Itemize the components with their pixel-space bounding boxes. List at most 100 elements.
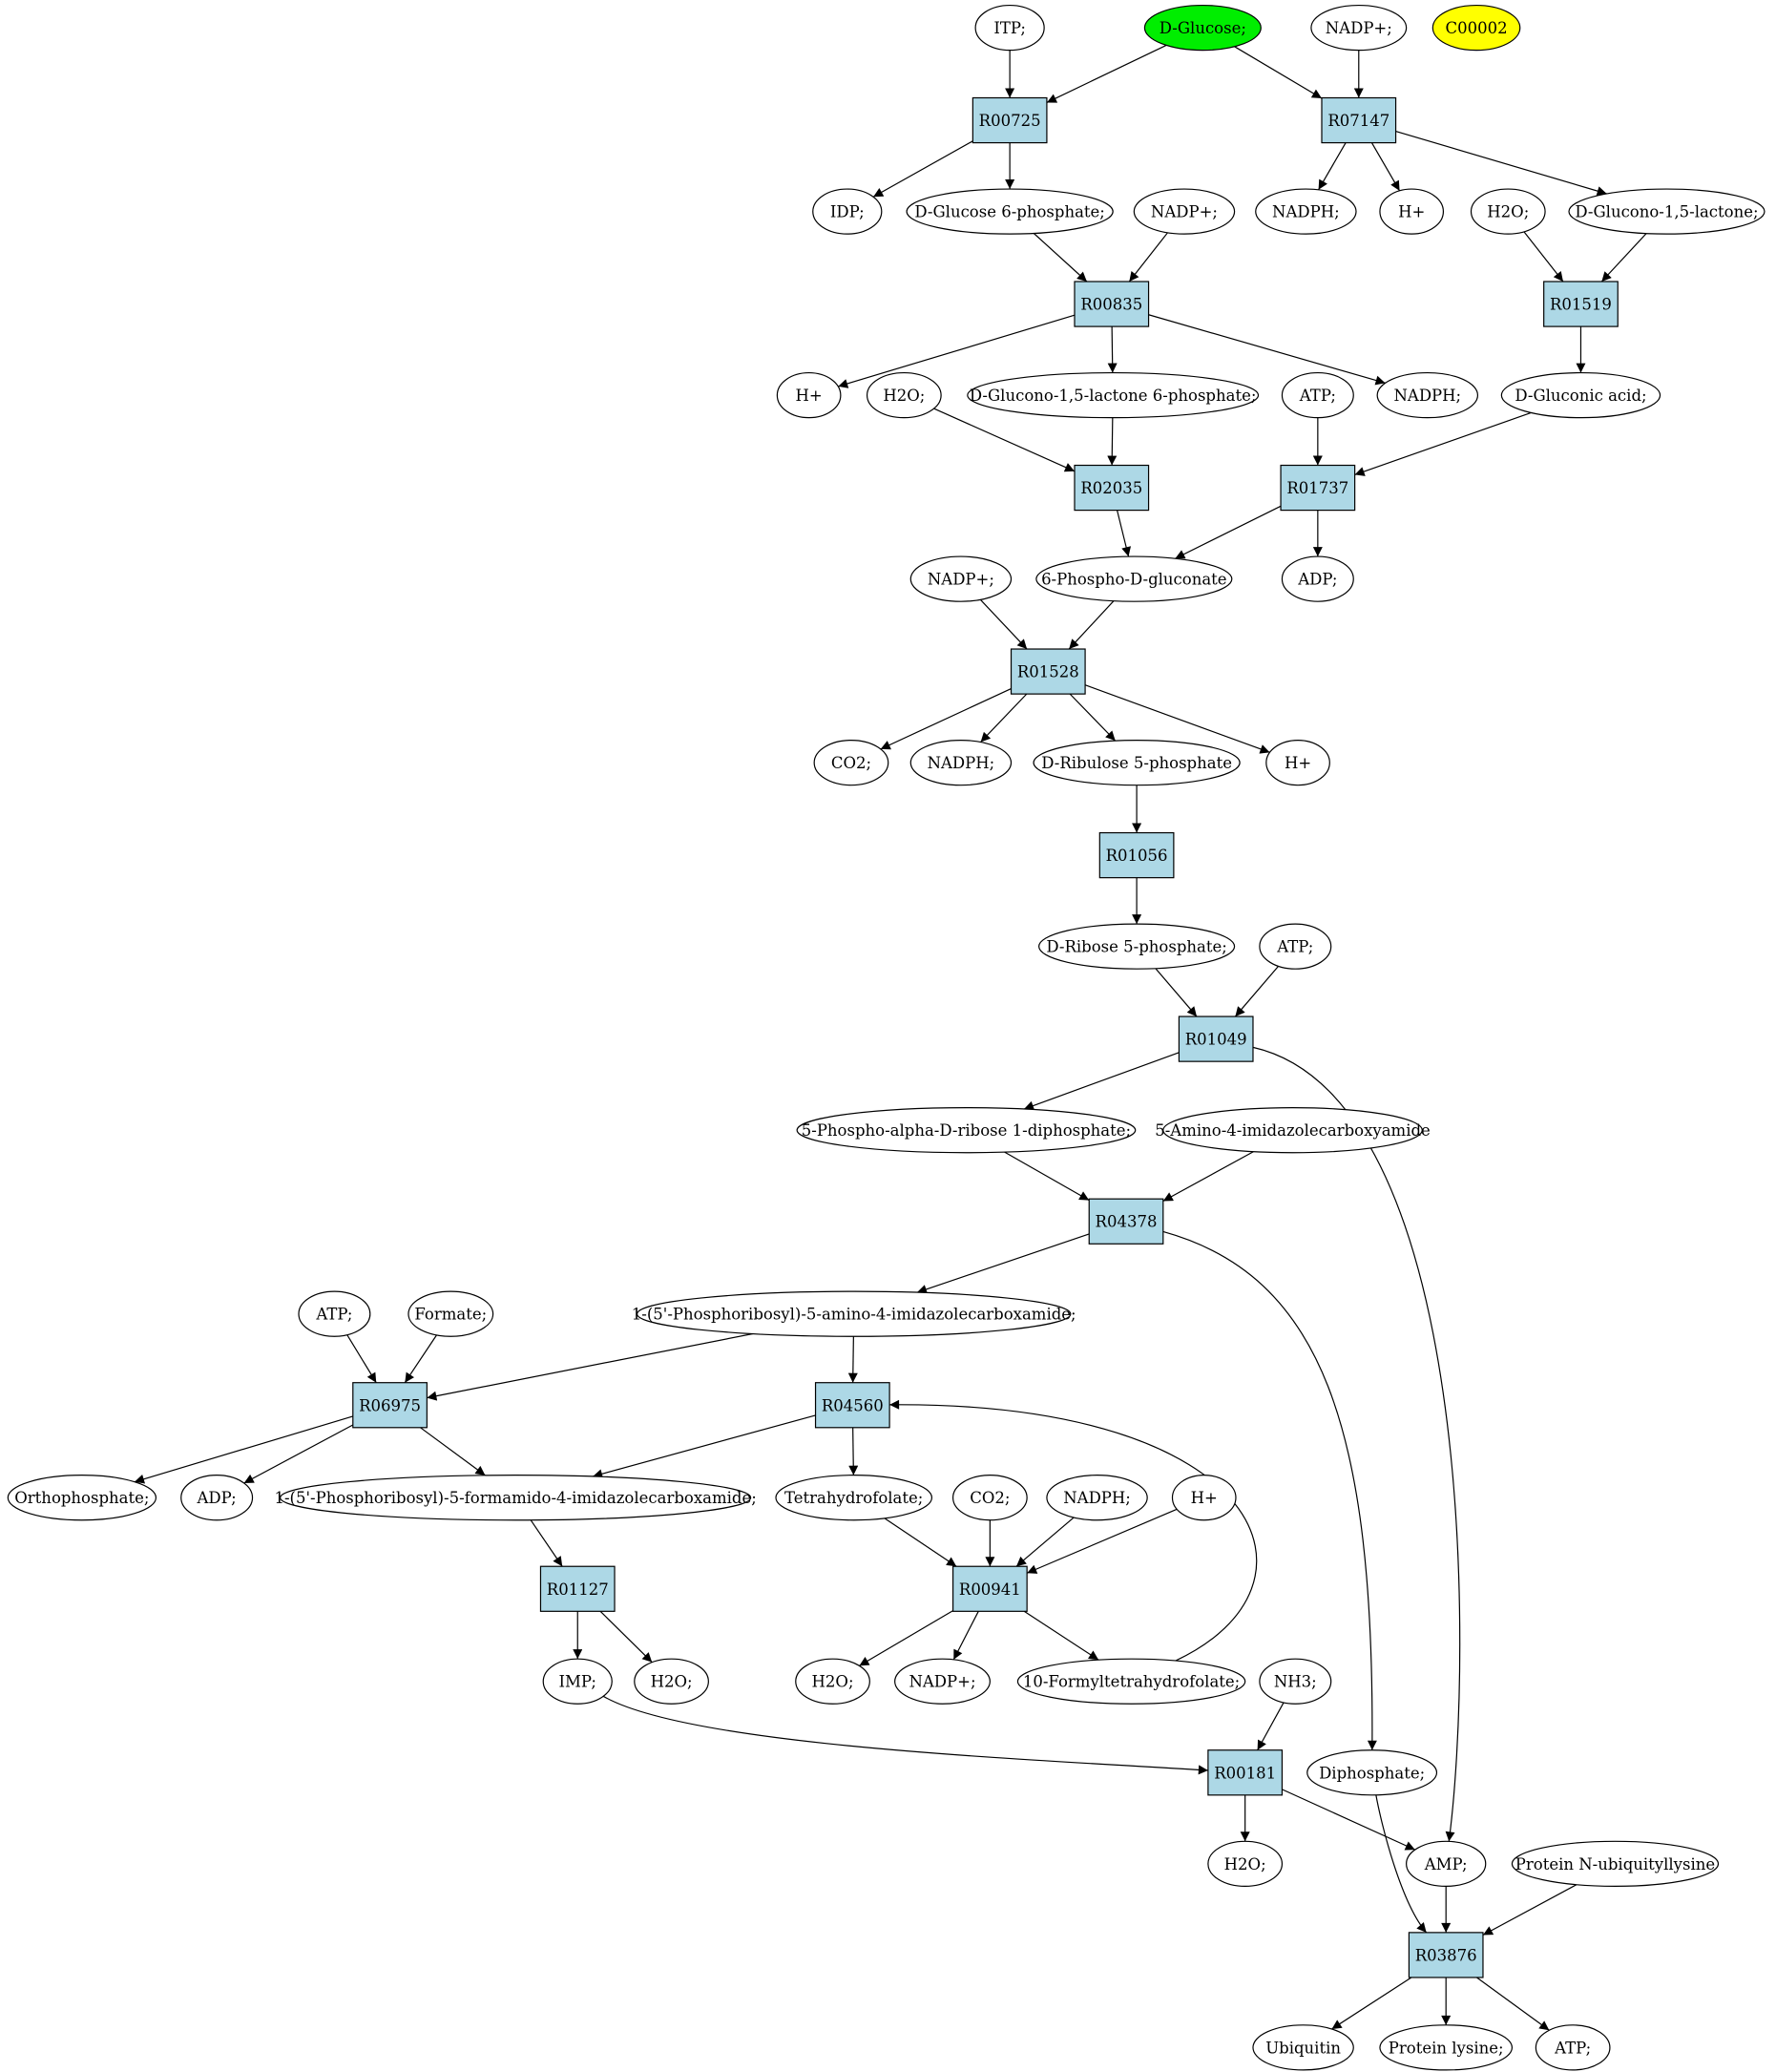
edge-R03876-to-atp_4 — [1476, 1977, 1550, 2031]
reaction-node-R00725[interactable]: R00725 — [972, 96, 1048, 144]
compound-ellipse — [1568, 188, 1766, 235]
compound-node-aica[interactable]: 5-Amino-4-imidazolecarboxyamide — [1155, 1107, 1431, 1154]
compound-node-h2o_3[interactable]: H2O; — [634, 1658, 709, 1705]
reaction-box — [539, 1565, 616, 1612]
compound-label: IMP; — [558, 1673, 596, 1691]
compound-node-nadph_1[interactable]: NADPH; — [1255, 188, 1357, 235]
compound-node-prpp[interactable]: 5-Phospho-alpha-D-ribose 1-diphosphate; — [796, 1107, 1137, 1154]
compound-node-nh3[interactable]: NH3; — [1259, 1658, 1332, 1705]
edge-R04378-to-aicar — [916, 1233, 1090, 1294]
compound-ellipse — [1016, 1658, 1246, 1705]
compound-node-atp_4[interactable]: ATP; — [1535, 2024, 1611, 2071]
compound-node-atp_1[interactable]: ATP; — [1281, 371, 1354, 419]
reaction-node-R00941[interactable]: R00941 — [951, 1565, 1028, 1612]
compound-node-formyl_thf[interactable]: 10-Formyltetrahydrofolate; — [1016, 1658, 1246, 1705]
reaction-label: R02035 — [1080, 479, 1142, 497]
compound-ellipse — [1033, 740, 1241, 786]
compound-node-glucono_lactone_6p[interactable]: D-Glucono-1,5-lactone 6-phosphate; — [967, 371, 1260, 419]
reaction-node-R02035[interactable]: R02035 — [1074, 464, 1150, 512]
edge-d_glucose-to-R00725 — [1046, 44, 1167, 103]
compound-node-h_1[interactable]: H+ — [1379, 188, 1445, 235]
compound-node-nadp_3[interactable]: NADP+; — [909, 555, 1013, 602]
compound-node-faicar[interactable]: 1-(5'-Phosphoribosyl)-5-formamido-4-imid… — [274, 1475, 757, 1521]
compound-node-nadph_2[interactable]: NADPH; — [1376, 371, 1479, 419]
reaction-label: R04378 — [1096, 1213, 1158, 1231]
edge-R01737-to-phosphogluconate — [1175, 505, 1282, 559]
compound-node-h2o_4[interactable]: H2O; — [795, 1658, 870, 1705]
reaction-node-R01519[interactable]: R01519 — [1543, 281, 1619, 327]
compound-ellipse — [1281, 371, 1354, 419]
reaction-node-R01056[interactable]: R01056 — [1098, 831, 1175, 879]
compound-node-protein_lysine[interactable]: Protein lysine; — [1379, 2024, 1514, 2071]
compound-node-idp[interactable]: IDP; — [812, 188, 883, 235]
compound-node-aicar[interactable]: 1-(5'-Phosphoribosyl)-5-amino-4-imidazol… — [632, 1290, 1076, 1337]
reaction-box — [1207, 1749, 1284, 1796]
compound-label: CO2; — [970, 1489, 1010, 1507]
compound-label: H+ — [1191, 1489, 1218, 1507]
compound-node-imp[interactable]: IMP; — [542, 1658, 613, 1705]
edge-faicar-to-R01127 — [530, 1519, 563, 1567]
edge-nadp_2-to-R00835 — [1128, 232, 1168, 283]
compound-node-nadp_4[interactable]: NADP+; — [894, 1658, 991, 1705]
reaction-box — [1178, 1015, 1254, 1062]
reaction-node-R04378[interactable]: R04378 — [1088, 1198, 1164, 1245]
compound-node-protein_ubiquityllysine[interactable]: Protein N-ubiquityllysine — [1511, 1840, 1720, 1887]
reaction-node-R03876[interactable]: R03876 — [1408, 1932, 1484, 1978]
compound-node-formate[interactable]: Formate; — [407, 1290, 494, 1337]
reaction-node-R01528[interactable]: R01528 — [1010, 648, 1086, 695]
reaction-node-R01049[interactable]: R01049 — [1178, 1015, 1254, 1062]
compound-ellipse — [1252, 2024, 1354, 2071]
compound-node-itp[interactable]: ITP; — [974, 4, 1045, 52]
reaction-node-R01737[interactable]: R01737 — [1280, 464, 1356, 512]
reaction-node-R00835[interactable]: R00835 — [1074, 281, 1150, 327]
reaction-node-R04560[interactable]: R04560 — [814, 1382, 890, 1429]
reaction-node-R00181[interactable]: R00181 — [1207, 1749, 1284, 1796]
compound-node-adp_1[interactable]: ADP; — [1281, 555, 1354, 602]
compound-ellipse — [180, 1475, 254, 1521]
compound-node-gluconic_acid[interactable]: D-Gluconic acid; — [1500, 371, 1661, 419]
reaction-box — [972, 96, 1048, 144]
compound-label: Diphosphate; — [1319, 1764, 1425, 1782]
compound-label: D-Glucono-1,5-lactone 6-phosphate; — [970, 387, 1257, 405]
compound-node-h2o_1[interactable]: H2O; — [1470, 188, 1546, 235]
compound-node-ribose_5p[interactable]: D-Ribose 5-phosphate; — [1038, 923, 1236, 970]
edge-R06975-to-adp_2 — [243, 1424, 354, 1484]
compound-node-glucono_lactone[interactable]: D-Glucono-1,5-lactone; — [1568, 188, 1766, 235]
compound-node-nadph_3[interactable]: NADPH; — [909, 740, 1013, 786]
compound-ellipse — [1255, 188, 1357, 235]
compound-node-h_4[interactable]: H+ — [1171, 1475, 1237, 1521]
compound-node-nadp_2[interactable]: NADP+; — [1133, 188, 1236, 235]
compound-node-h_3[interactable]: H+ — [1265, 740, 1330, 786]
reaction-node-R07147[interactable]: R07147 — [1321, 96, 1397, 144]
compound-node-phosphogluconate[interactable]: 6-Phospho-D-gluconate — [1035, 555, 1233, 602]
compound-node-ribulose_5p[interactable]: D-Ribulose 5-phosphate — [1033, 740, 1241, 786]
compound-node-nadph_4[interactable]: NADPH; — [1046, 1475, 1148, 1521]
compound-node-d_glucose[interactable]: D-Glucose; — [1143, 4, 1262, 52]
compound-label: AMP; — [1424, 1855, 1468, 1873]
reaction-node-R06975[interactable]: R06975 — [352, 1382, 428, 1429]
compound-node-diphosphate[interactable]: Diphosphate; — [1306, 1749, 1438, 1796]
compound-ellipse — [1281, 555, 1354, 602]
compound-node-h_2[interactable]: H+ — [776, 371, 842, 419]
compound-node-nadp_1[interactable]: NADP+; — [1310, 4, 1408, 52]
compound-node-h2o_2[interactable]: H2O; — [866, 371, 942, 419]
compound-node-h2o_5[interactable]: H2O; — [1207, 1840, 1284, 1887]
compound-node-atp_3[interactable]: ATP; — [298, 1290, 371, 1337]
compound-ellipse — [974, 4, 1045, 52]
compound-node-c00002[interactable]: C00002 — [1431, 4, 1521, 52]
compound-label: D-Glucose; — [1160, 19, 1246, 37]
compound-node-adp_2[interactable]: ADP; — [180, 1475, 254, 1521]
reaction-node-R01127[interactable]: R01127 — [539, 1565, 616, 1612]
compound-ellipse — [1259, 923, 1332, 970]
edge-R00725-to-idp — [872, 140, 973, 198]
compound-node-co2_2[interactable]: CO2; — [951, 1475, 1028, 1521]
compound-node-ubiquitin[interactable]: Ubiquitin — [1252, 2024, 1354, 2071]
compound-node-orthophosphate[interactable]: Orthophosphate; — [7, 1475, 157, 1521]
compound-node-atp_2[interactable]: ATP; — [1259, 923, 1332, 970]
edge-nh3-to-R00181 — [1257, 1702, 1285, 1751]
compound-node-co2_1[interactable]: CO2; — [813, 740, 889, 786]
compound-node-thf[interactable]: Tetrahydrofolate; — [775, 1475, 933, 1521]
reaction-label: R00725 — [979, 112, 1041, 130]
compound-node-g6p[interactable]: D-Glucose 6-phosphate; — [906, 188, 1114, 235]
compound-node-amp[interactable]: AMP; — [1406, 1840, 1487, 1887]
